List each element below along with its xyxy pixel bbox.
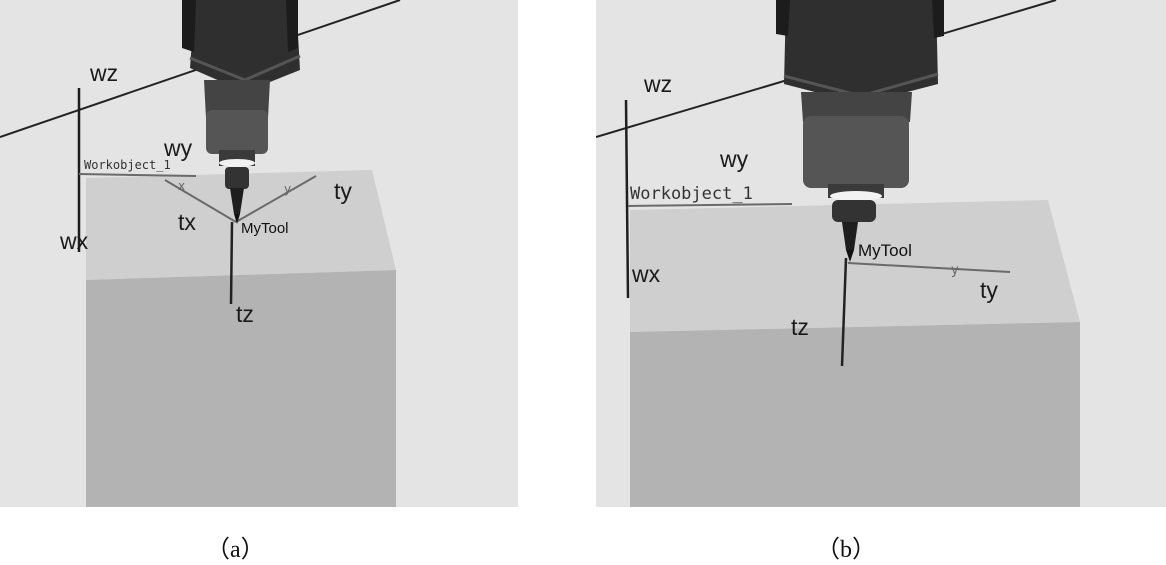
tz-axis	[840, 257, 848, 367]
tx-axis-tick: x	[178, 179, 185, 193]
tz-label: tz	[791, 314, 809, 340]
spindle-tool-icon	[182, 0, 301, 224]
tool-label: MyTool	[241, 220, 289, 237]
ty-axis-tick: y	[951, 263, 959, 278]
ty-axis	[847, 262, 1011, 273]
workobject-label: Workobject_1	[84, 158, 171, 172]
caption-b: （b）	[816, 537, 876, 563]
tz-label: tz	[236, 301, 254, 327]
wx-label: wx	[60, 228, 89, 254]
block-front-face	[86, 270, 396, 507]
wz-label: wz	[644, 71, 673, 97]
ty-axis-tick: y	[284, 182, 291, 196]
tx-label: tx	[178, 209, 196, 235]
wx-label: wx	[632, 261, 661, 287]
scene-a: x y	[0, 0, 401, 507]
wz-label: wz	[90, 60, 119, 86]
workobject-label: Workobject_1	[630, 184, 753, 204]
block-top-face	[630, 200, 1080, 332]
wy-label: wy	[720, 146, 749, 172]
caption-a: （a）	[206, 537, 265, 563]
wz-axis	[624, 99, 630, 299]
block-top-face	[86, 170, 396, 280]
ty-label: ty	[980, 277, 998, 303]
ty-axis	[235, 175, 317, 223]
wy-axis	[627, 203, 793, 207]
scene-b: y	[596, 0, 1080, 507]
spindle-tool-icon	[776, 0, 944, 262]
viewport-panel-b: y wz wy wx ty tz Workobject_1 MyTool	[596, 0, 1166, 507]
ty-label: ty	[334, 178, 352, 204]
tx-axis	[164, 179, 237, 223]
block-front-face	[630, 322, 1080, 507]
tz-axis	[229, 221, 234, 305]
viewport-panel-a: x y wz wy wx tx ty tz Workobject_1 MyToo…	[0, 0, 518, 507]
wy-label: wy	[164, 135, 193, 161]
wy-axis	[78, 173, 197, 177]
tool-label: MyTool	[858, 241, 912, 260]
